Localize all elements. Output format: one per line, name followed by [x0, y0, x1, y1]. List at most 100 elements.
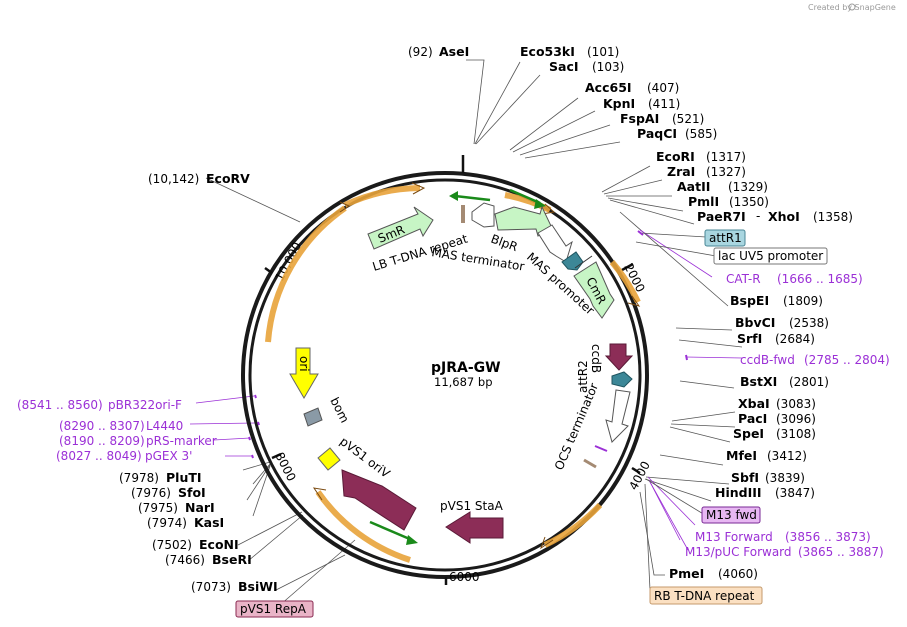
tick-6000: 6000: [449, 570, 480, 584]
enzyme-pos-pmei: (4060): [718, 567, 758, 581]
enzyme-pos-aatii: (1329): [728, 180, 768, 194]
enzyme-nari: NarI: [185, 500, 215, 515]
enzyme-hindiii: HindIII: [715, 485, 762, 500]
feature-attr2: attR2: [576, 360, 633, 393]
enzyme-pos-acc65i: (407): [647, 81, 679, 95]
box-pvs1-repa: pVS1 RepA: [235, 600, 314, 618]
pvs1-staa-label: pVS1 StaA: [440, 499, 504, 513]
box-lac-uv5: lac UV5 promoter: [713, 247, 828, 265]
enzyme-pos-bstxi: (2801): [789, 375, 829, 389]
feature-pvs1-staa: pVS1 StaA: [440, 499, 504, 544]
enzyme-bsiwi: BsiWI: [238, 579, 278, 594]
enzyme-paci: PacI: [738, 411, 767, 426]
ori-label: ori: [297, 356, 311, 372]
enzyme-pos-saci: (103): [592, 60, 624, 74]
enzyme-pos-pluti: (7978): [119, 471, 159, 485]
tick-8000: 8000: [272, 450, 298, 484]
orf-arcs: [265, 185, 641, 563]
enzyme-pos-nari: (7975): [138, 501, 178, 515]
primer-ccdb-fwd: ccdB-fwd: [740, 353, 795, 367]
enzyme-bseri: BseRI: [212, 552, 252, 567]
position-ticks: [264, 155, 641, 585]
enzyme-sbfi: SbfI: [731, 470, 759, 485]
enzyme-pos-sfoi: (7976): [131, 486, 171, 500]
box-attr1: attR1: [704, 229, 746, 247]
blpr-label: BlpR: [489, 232, 520, 255]
ocs-label: OCS terminator: [552, 381, 601, 472]
feature-lac-uv5-promoter: [574, 255, 593, 269]
primer-range-cat-r: (1666 .. 1685): [777, 272, 863, 286]
enzyme-ecori: EcoRI: [656, 149, 695, 164]
tick-4000: 4000: [626, 459, 653, 493]
enzyme-econi: EcoNI: [199, 537, 239, 552]
enzyme-paqci: PaqCI: [637, 126, 677, 141]
green-arrows: [369, 188, 541, 542]
lac-uv5-label: lac UV5 promoter: [718, 249, 823, 263]
enzyme-xhoi: XhoI: [768, 209, 800, 224]
enzyme-pos-bseri: (7466): [165, 553, 205, 567]
feature-ccdb: ccdB: [589, 343, 634, 373]
primer-range-prs-marker: (8190 .. 8209): [59, 434, 145, 448]
primer-pbr322ori-f: pBR322ori-F: [108, 398, 182, 412]
enzyme-acc65i: Acc65I: [585, 80, 632, 95]
plasmid-length: 11,687 bp: [434, 375, 493, 389]
enzyme-pos-bspei: (1809): [783, 294, 823, 308]
enzyme-saci: SacI: [549, 59, 579, 74]
primer-range-l4440: (8290 .. 8307): [59, 419, 145, 433]
m13-fwd-label: M13 fwd: [706, 508, 757, 522]
enzyme-aatii: AatII: [677, 179, 710, 194]
feature-ori: ori: [289, 347, 319, 399]
enzyme-pos-econi: (7502): [152, 538, 192, 552]
primer-range-pgex3: (8027 .. 8049): [56, 449, 142, 463]
enzyme-pos-bsiwi: (7073): [191, 580, 231, 594]
bom-label: bom: [327, 395, 352, 425]
enzyme-pos-fspai: (521): [672, 112, 704, 126]
enzyme-xbai: XbaI: [738, 396, 770, 411]
orf-arrowheads: [312, 182, 641, 550]
enzyme-asei: AseI: [439, 44, 469, 59]
feature-small-marks: [583, 445, 608, 469]
feature-yellow-square: [317, 447, 341, 471]
box-m13-fwd: M13 fwd: [701, 506, 761, 524]
primer-pgex3: pGEX 3': [145, 449, 192, 463]
enzyme-pos-mfei: (3412): [767, 449, 807, 463]
enzyme-pmli: PmlI: [688, 194, 719, 209]
enzyme-mfei: MfeI: [726, 448, 757, 463]
feature-pvs1-oriv: pVS1 oriV: [337, 434, 417, 531]
primer-cat-r: CAT-R: [726, 272, 761, 286]
enzyme-pos-ecorv: (10,142): [148, 172, 199, 186]
primer-prs-marker: pRS-marker: [146, 434, 217, 448]
enzyme-spei: SpeI: [733, 426, 764, 441]
enzyme-fspai: FspAI: [620, 111, 659, 126]
enzyme-pos-bbvci: (2538): [789, 316, 829, 330]
enzyme-pos-sbfi: (3839): [765, 471, 805, 485]
smr-label: SmR: [376, 222, 407, 245]
enzyme-pos-ecori: (1317): [706, 150, 746, 164]
primer-range-m13-forward: (3856 .. 3873): [785, 530, 871, 544]
primer-range-m13-puc-forward: (3865 .. 3887): [798, 545, 884, 559]
feature-smr: SmR: [367, 206, 434, 250]
enzyme-pluti: PluTI: [166, 470, 202, 485]
feature-ocs-terminator: OCS terminator: [552, 381, 631, 472]
snapgene-credit: Created by SnapGene: [808, 3, 896, 12]
enzyme-bstxi: BstXI: [740, 374, 777, 389]
box-rb-t-dna: RB T-DNA repeat: [649, 586, 763, 605]
enzyme-sfoi: SfoI: [178, 485, 206, 500]
enzyme-pos-spei: (3108): [776, 427, 816, 441]
enzyme-pos-srfi: (2684): [775, 332, 815, 346]
primer-m13-puc-forward: M13/pUC Forward: [685, 545, 792, 559]
plasmid-name: pJRA-GW: [431, 360, 501, 376]
enzyme-zrai: ZraI: [667, 164, 695, 179]
enzyme-kpni: KpnI: [603, 96, 635, 111]
enzyme-ecorv: EcoRV: [206, 171, 250, 186]
primer-m13-forward: M13 Forward: [695, 530, 773, 544]
snapgene-logo-icon: [848, 3, 856, 11]
green-arrowheads: [406, 191, 546, 545]
enzyme-srfi: SrfI: [737, 331, 762, 346]
leader-lines: [205, 59, 743, 591]
enzyme-pos-kasi: (7974): [147, 516, 187, 530]
feature-bom: bom: [303, 395, 352, 427]
primer-range-ccdb-fwd: (2785 .. 2804): [804, 353, 890, 367]
enzyme-eco53ki: Eco53kI: [520, 44, 575, 59]
